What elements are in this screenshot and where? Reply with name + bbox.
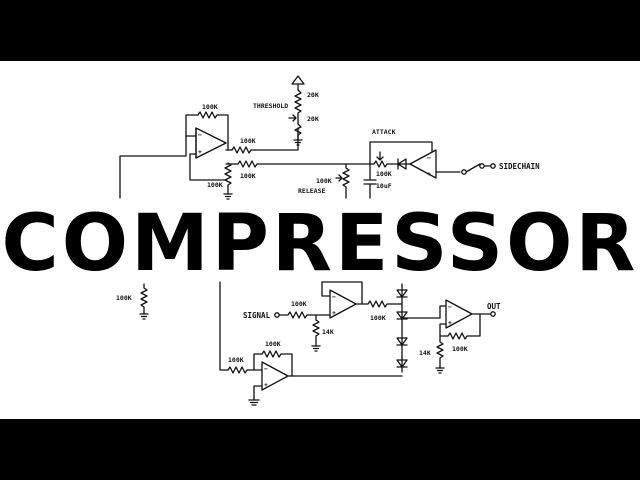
svg-text:+: + bbox=[332, 309, 336, 317]
left-rail-wire bbox=[119, 135, 187, 199]
resistor-100k-signal2-label: 100K bbox=[370, 314, 386, 322]
svg-text:−: − bbox=[332, 293, 336, 301]
opamp-output: − + bbox=[445, 299, 473, 329]
sidechain-switch bbox=[461, 163, 496, 175]
attack-feedback-wire bbox=[369, 141, 433, 165]
capacitor-10uf-label: 10uF bbox=[376, 182, 392, 190]
resistor-100k-lower-feedback-label: 100K bbox=[265, 340, 281, 348]
attack-pot bbox=[369, 151, 393, 168]
attack-diode bbox=[391, 158, 411, 170]
resistor-100k-ground-label: 100K bbox=[207, 181, 223, 189]
threshold-vref-arrow bbox=[291, 75, 305, 91]
diode-ladder bbox=[396, 283, 441, 373]
output-jack bbox=[490, 311, 496, 317]
sidechain-label: SIDECHAIN bbox=[499, 162, 540, 171]
resistor-14k-a-label: 14K bbox=[322, 328, 334, 336]
signal-label: SIGNAL bbox=[243, 311, 271, 320]
mid-signal-wire bbox=[225, 160, 371, 168]
threshold-pot-resistor bbox=[288, 89, 303, 146]
threshold-label: THRESHOLD bbox=[253, 102, 288, 110]
resistor-100k-left-label: 100K bbox=[116, 294, 132, 302]
svg-text:+: + bbox=[427, 170, 431, 178]
lower-left-wire bbox=[219, 281, 229, 371]
svg-text:−: − bbox=[264, 365, 268, 373]
signal-output-wire bbox=[355, 300, 403, 308]
release-pot bbox=[335, 163, 350, 199]
resistor-100k-attack-label: 100K bbox=[376, 170, 392, 178]
svg-text:−: − bbox=[427, 154, 431, 162]
svg-text:−: − bbox=[198, 131, 202, 139]
resistor-14k-b-label: 14K bbox=[419, 349, 431, 357]
attack-label: ATTACK bbox=[372, 128, 396, 136]
opamp-1: − + bbox=[195, 127, 227, 159]
resistor-100k-lower-input-label: 100K bbox=[228, 356, 244, 364]
page-title: COMPRESSOR bbox=[1, 199, 639, 289]
resistor-100k-feedback-label: 100K bbox=[202, 103, 218, 111]
resistor-100k-ground-1 bbox=[223, 162, 233, 200]
resistor-14k-a bbox=[311, 314, 321, 352]
opamp-attack: − + bbox=[409, 149, 437, 179]
circuit-schematic: THRESHOLD 20K 20K − + 100K 100K 100K 100… bbox=[116, 75, 540, 406]
resistor-14k-b bbox=[435, 335, 445, 374]
resistor-100k-signal-label: 100K bbox=[291, 300, 307, 308]
svg-text:+: + bbox=[198, 148, 202, 156]
schematic-canvas: THRESHOLD 20K 20K − + 100K 100K 100K 100… bbox=[0, 61, 640, 419]
resistor-100k-input-label: 100K bbox=[240, 137, 256, 145]
opamp-lower: − + bbox=[261, 361, 289, 391]
resistor-100k-left bbox=[139, 283, 149, 320]
resistor-20k-top-label: 20K bbox=[307, 91, 319, 99]
resistor-100k-release-label: 100K bbox=[316, 177, 332, 185]
lower-noninv-wire bbox=[253, 385, 263, 401]
release-label: RELEASE bbox=[298, 187, 325, 195]
opamp-signal: − + bbox=[329, 289, 357, 319]
out-label: OUT bbox=[487, 302, 501, 311]
opamp-1-noninv-wire bbox=[189, 153, 227, 181]
svg-text:+: + bbox=[448, 319, 452, 327]
resistor-20k-bottom-label: 20K bbox=[307, 115, 319, 123]
lower-input-wire bbox=[227, 366, 263, 374]
opamp-1-feedback bbox=[185, 111, 229, 144]
resistor-100k-output-label: 100K bbox=[452, 345, 468, 353]
timing-capacitor bbox=[363, 163, 377, 199]
signal-input-wire bbox=[278, 311, 331, 319]
opamp-signal-feedback bbox=[321, 281, 363, 305]
lower-feedback-wire bbox=[253, 350, 293, 377]
svg-text:−: − bbox=[448, 303, 452, 311]
resistor-100k-mid-label: 100K bbox=[240, 172, 256, 180]
lower-ground-symbol bbox=[248, 399, 260, 406]
svg-text:+: + bbox=[264, 381, 268, 389]
output-input-wire bbox=[439, 305, 447, 319]
threshold-input-wire bbox=[227, 127, 299, 154]
